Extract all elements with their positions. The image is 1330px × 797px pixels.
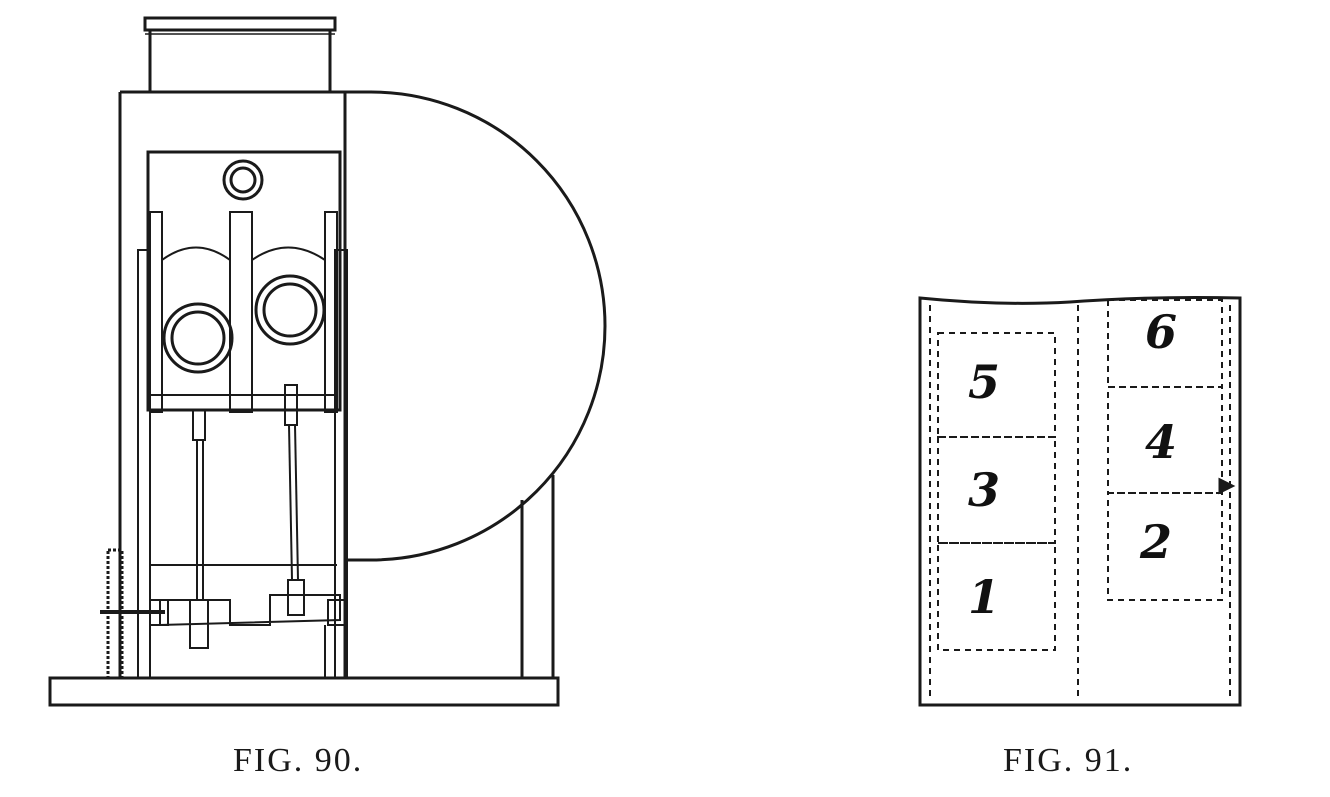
cell-3: [937, 436, 1056, 544]
cell-label-3: 3: [968, 463, 1001, 517]
oil-cup: [222, 159, 264, 201]
cell-1: [937, 542, 1056, 651]
cell-label-4: 4: [1145, 415, 1178, 469]
top-hood: [143, 16, 337, 92]
connecting-rods: [150, 384, 341, 649]
cell-label-5: 5: [968, 355, 1001, 409]
engine-frame: [146, 150, 342, 412]
figure-91-drawing: [918, 296, 1242, 707]
base-plate: [48, 676, 560, 707]
cell-label-2: 2: [1140, 515, 1173, 569]
figure-90-caption: FIG. 90.: [233, 742, 364, 779]
cylinder-right: [254, 274, 326, 346]
figure-91-caption: FIG. 91.: [1003, 742, 1134, 779]
cell-label-6: 6: [1145, 305, 1178, 359]
cell-label-1: 1: [968, 570, 1001, 624]
cylinder-left: [162, 302, 234, 374]
fan-housing: [120, 90, 607, 562]
cell-2: [1107, 492, 1223, 601]
